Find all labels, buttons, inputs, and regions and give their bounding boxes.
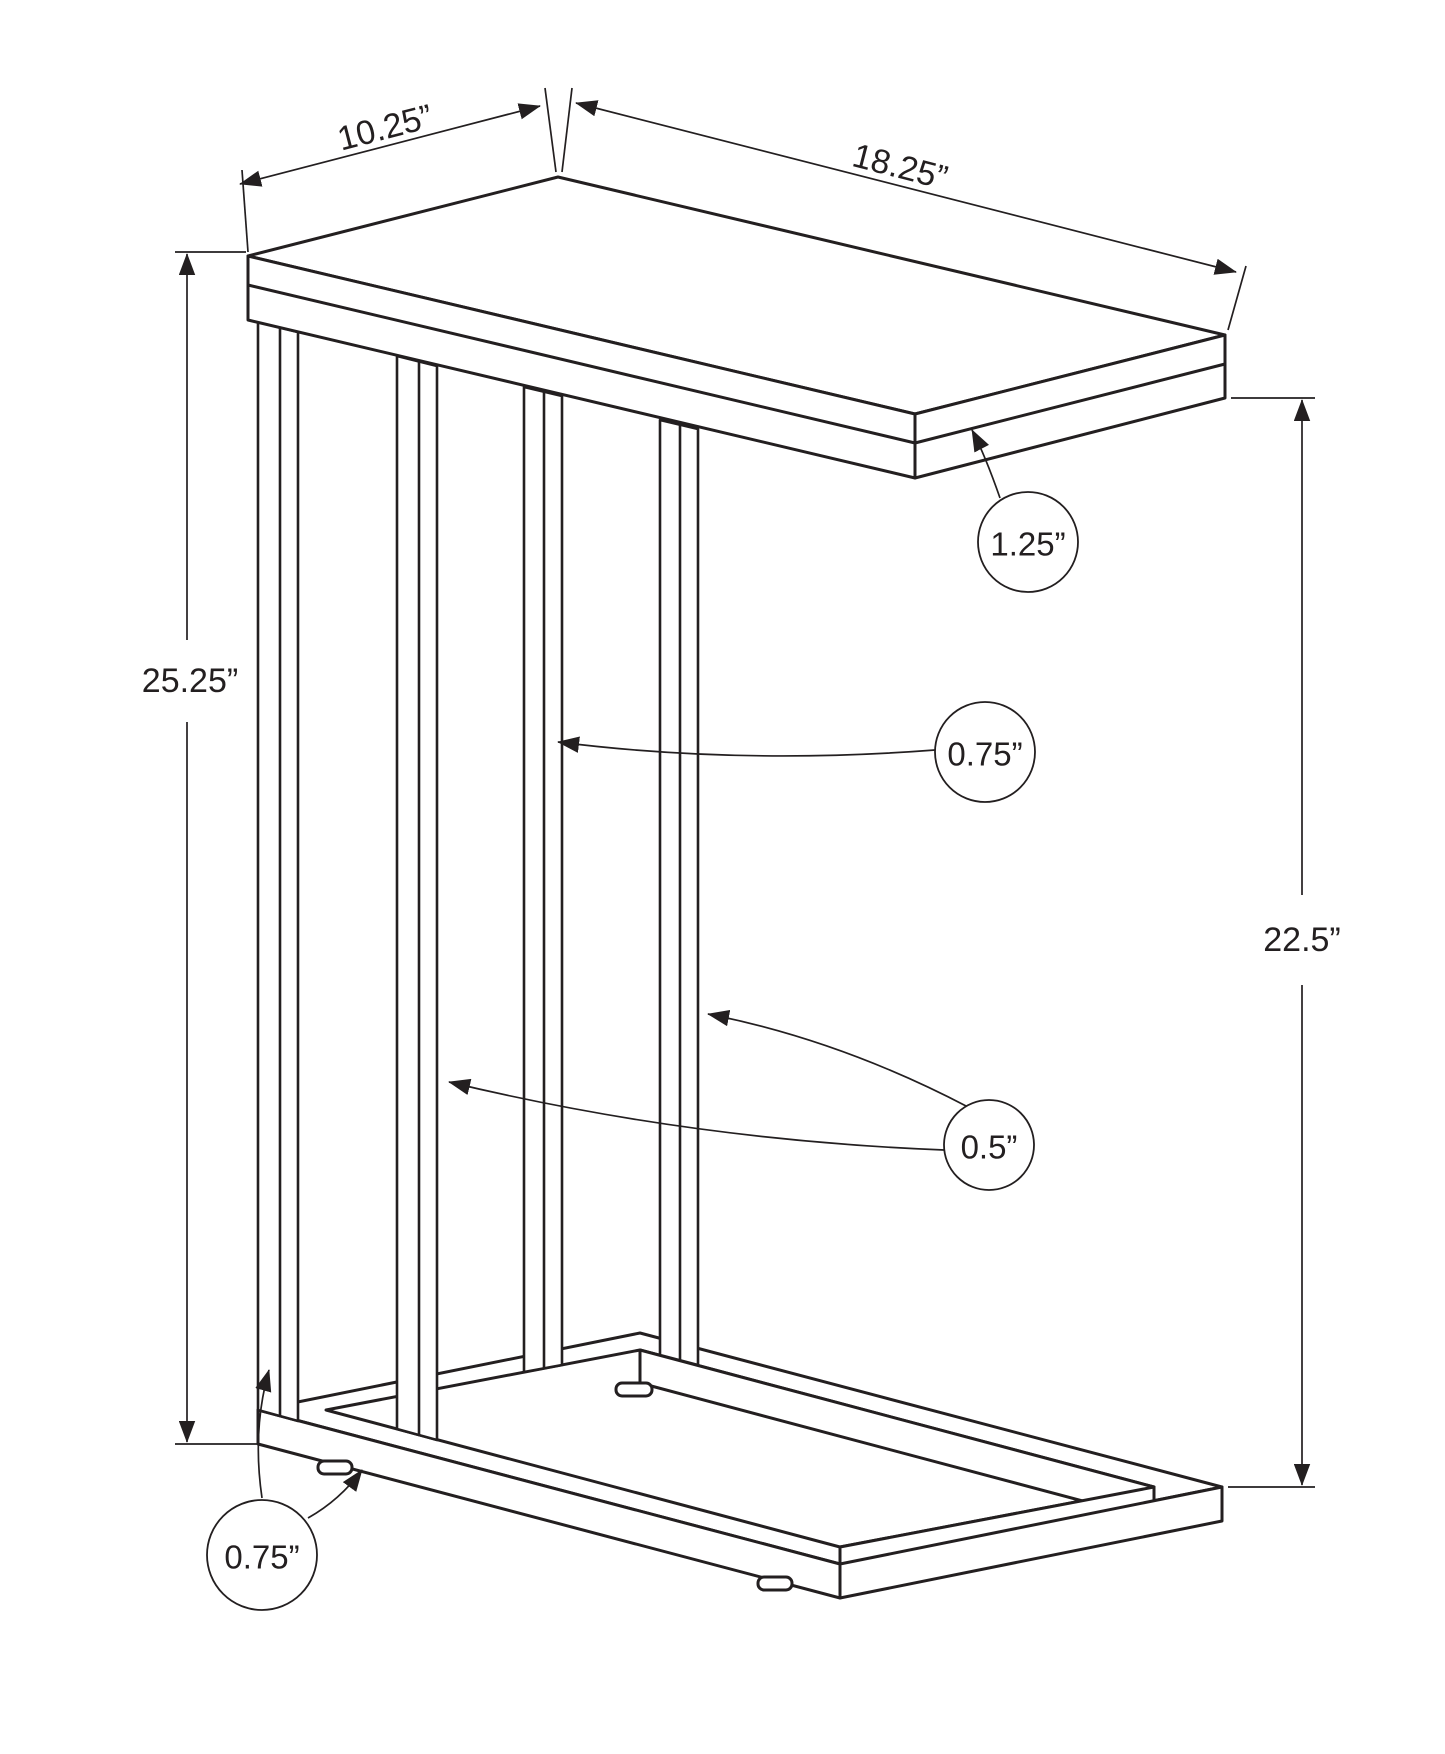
dim-label-top-length: 18.25” — [849, 137, 952, 198]
base-frame — [256, 1331, 1224, 1600]
dim-label-overall-height: 25.25” — [142, 662, 238, 700]
balloon-circle — [934, 701, 1036, 803]
dim-overall-height — [175, 251, 258, 1445]
base-front-right-face — [838, 1485, 1224, 1600]
dim-label-top-width: 10.25” — [334, 98, 437, 159]
dimension-line — [239, 103, 541, 187]
tabletop — [246, 175, 1227, 480]
balloon-label-post-width: 0.75” — [947, 736, 1022, 773]
balloon-circle — [977, 491, 1079, 593]
dim-label-clearance-height: 22.5” — [1263, 921, 1341, 959]
balloon-label-top-thickness: 1.25” — [990, 526, 1065, 563]
dimension-line — [575, 100, 1237, 275]
foot-glide — [316, 1459, 354, 1476]
leader-line — [971, 429, 1001, 499]
extension-line — [1227, 265, 1247, 331]
tabletop-edge-front-right — [913, 333, 1227, 480]
dim-top-width — [239, 87, 557, 253]
foot-glide — [614, 1381, 654, 1398]
balloon-post-width: 0.75” — [557, 701, 1036, 803]
leader-line — [448, 1078, 945, 1151]
balloon-top-thickness: 1.25” — [971, 429, 1079, 593]
balloon-label-base-height: 0.75” — [224, 1539, 299, 1576]
dim-top-length — [561, 87, 1247, 331]
balloon-base-height: 0.75” — [206, 1369, 363, 1611]
leader-line — [707, 1009, 969, 1108]
balloon-post-thickness: 0.5” — [448, 1009, 1035, 1191]
leader-line — [255, 1369, 272, 1499]
leader-line — [307, 1469, 363, 1519]
foot-glide — [756, 1575, 794, 1592]
balloon-label-post-thickness: 0.5” — [961, 1129, 1018, 1166]
extension-line — [561, 87, 573, 173]
balloon-circle — [206, 1499, 318, 1611]
dim-clearance-height — [1228, 397, 1315, 1488]
front-post-outer — [256, 320, 300, 1423]
tabletop-band-line-right — [914, 362, 1226, 445]
leader-line — [557, 736, 936, 757]
extension-line — [544, 87, 557, 173]
balloon-circle — [943, 1099, 1035, 1191]
front-post-inner — [395, 354, 439, 1442]
tabletop-band-line-left — [247, 283, 916, 445]
back-posts — [522, 385, 700, 1374]
front-posts — [256, 320, 439, 1442]
